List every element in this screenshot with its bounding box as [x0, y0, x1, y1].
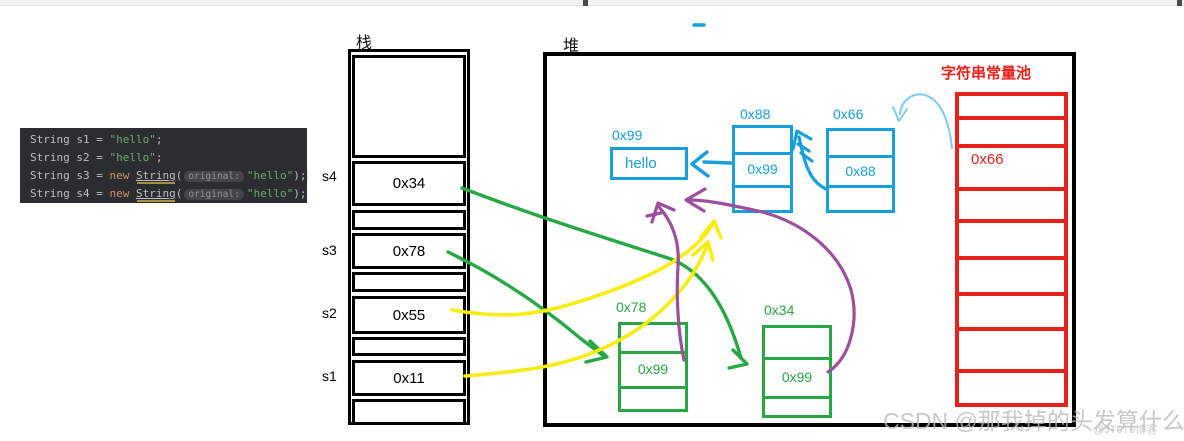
cell-divider — [621, 386, 685, 389]
code-end: ); — [293, 169, 307, 182]
stack-slot-label-s2: s2 — [322, 305, 337, 321]
topbar — [0, 0, 1184, 6]
heap-object-0x88: 0x99 — [732, 125, 793, 213]
code-string-literal: "hello" — [246, 169, 294, 182]
code-keyword-new: new — [109, 169, 136, 182]
stack-cell-s3: 0x78 — [352, 233, 466, 269]
stack-slot-label-s3: s3 — [322, 242, 337, 258]
cell-divider — [829, 155, 892, 158]
stack-value-s1: 0x11 — [393, 369, 425, 387]
code-paren: ( — [175, 187, 183, 200]
code-keyword-new: new — [109, 187, 136, 200]
address-label-0x66: 0x66 — [833, 106, 864, 122]
address-label-0x34: 0x34 — [764, 302, 795, 318]
address-label-0x88: 0x88 — [740, 106, 771, 122]
pool-divider — [959, 327, 1064, 331]
stack-value-s4: 0x34 — [392, 175, 426, 192]
stack-cell-empty — [352, 337, 466, 356]
object-0x78-value: 0x99 — [637, 361, 669, 377]
constant-pool-box: 0x66 — [955, 92, 1068, 407]
cell-divider — [735, 152, 790, 155]
pool-divider — [959, 187, 1064, 191]
code-string-literal: "hello" — [246, 187, 294, 200]
code-line-s1: String s1 = "hello"; — [30, 131, 307, 149]
pool-divider — [959, 369, 1064, 373]
code-line-s2: String s2 = "hello"; — [30, 149, 307, 167]
code-class-string: String — [135, 169, 176, 182]
pool-divider — [959, 116, 1064, 120]
object-0x88-value: 0x99 — [747, 161, 778, 177]
stack-cell-empty — [352, 55, 466, 158]
code-decl: String s2 = — [30, 151, 110, 164]
stack-slot-label-s4: s4 — [322, 168, 337, 184]
cell-divider — [765, 357, 829, 360]
text-cursor — [307, 169, 309, 181]
stack-title: 栈 — [356, 35, 373, 52]
parameter-hint-badge: original: — [184, 171, 244, 182]
heap-title: 堆 — [563, 38, 580, 55]
topbar-mark-right — [1177, 0, 1182, 6]
code-paren: ( — [175, 169, 183, 182]
code-end: ; — [155, 151, 163, 164]
object-0x34-value: 0x99 — [781, 369, 813, 385]
stack-cell-empty — [352, 399, 466, 425]
code-class-string: String — [135, 187, 176, 200]
cell-divider — [735, 185, 790, 188]
pool-divider — [959, 144, 1064, 148]
pool-divider — [959, 292, 1064, 296]
watermark-main: CSDN @那我掉的头发算什么 — [883, 408, 1184, 434]
code-line-s4: String s4 = new String(original:"hello")… — [30, 185, 307, 203]
topbar-mark-center — [583, 0, 588, 6]
stack-cell-s2: 0x55 — [352, 296, 466, 334]
object-0x66-value: 0x88 — [845, 163, 876, 179]
cell-divider — [621, 351, 685, 354]
pool-divider — [959, 256, 1064, 260]
code-decl: String s3 = — [30, 169, 110, 182]
heap-object-0x34: 0x99 — [762, 325, 832, 418]
pool-entry-0x66: 0x66 — [971, 151, 1004, 168]
stack-box: 0x34 0x78 0x55 0x11 — [348, 49, 470, 425]
stack-cell-s1: 0x11 — [352, 360, 466, 396]
code-decl: String s1 = — [30, 133, 110, 146]
heap-object-0x78: 0x99 — [618, 322, 688, 412]
cell-divider — [765, 396, 829, 399]
code-string-literal: "hello" — [109, 151, 156, 164]
code-decl: String s4 = — [30, 187, 110, 200]
pool-divider — [959, 219, 1064, 223]
address-label-0x78: 0x78 — [616, 299, 647, 315]
stack-cell-empty — [352, 210, 466, 230]
address-label-hello: 0x99 — [612, 127, 643, 143]
code-line-s3: String s3 = new String(original:"hello")… — [30, 167, 309, 185]
parameter-hint-badge: original: — [184, 189, 244, 200]
code-string-literal: "hello" — [109, 133, 156, 146]
stack-cell-empty — [352, 272, 466, 292]
stack-slot-label-s1: s1 — [322, 368, 337, 384]
heap-object-hello: hello — [610, 147, 688, 180]
cell-divider — [829, 185, 892, 188]
hello-value: hello — [625, 155, 657, 172]
watermark-small: @JT0T0博客 — [1093, 424, 1158, 436]
stack-value-s2: 0x55 — [392, 306, 426, 324]
stack-value-s3: 0x78 — [392, 242, 426, 260]
pool-title: 字符串常量池 — [941, 65, 1032, 82]
stack-cell-s4: 0x34 — [352, 161, 466, 206]
heap-object-0x66: 0x88 — [826, 128, 895, 213]
code-snippet-panel: String s1 = "hello"; String s2 = "hello"… — [20, 128, 309, 203]
code-end: ; — [155, 133, 163, 146]
code-end: ); — [293, 187, 307, 200]
